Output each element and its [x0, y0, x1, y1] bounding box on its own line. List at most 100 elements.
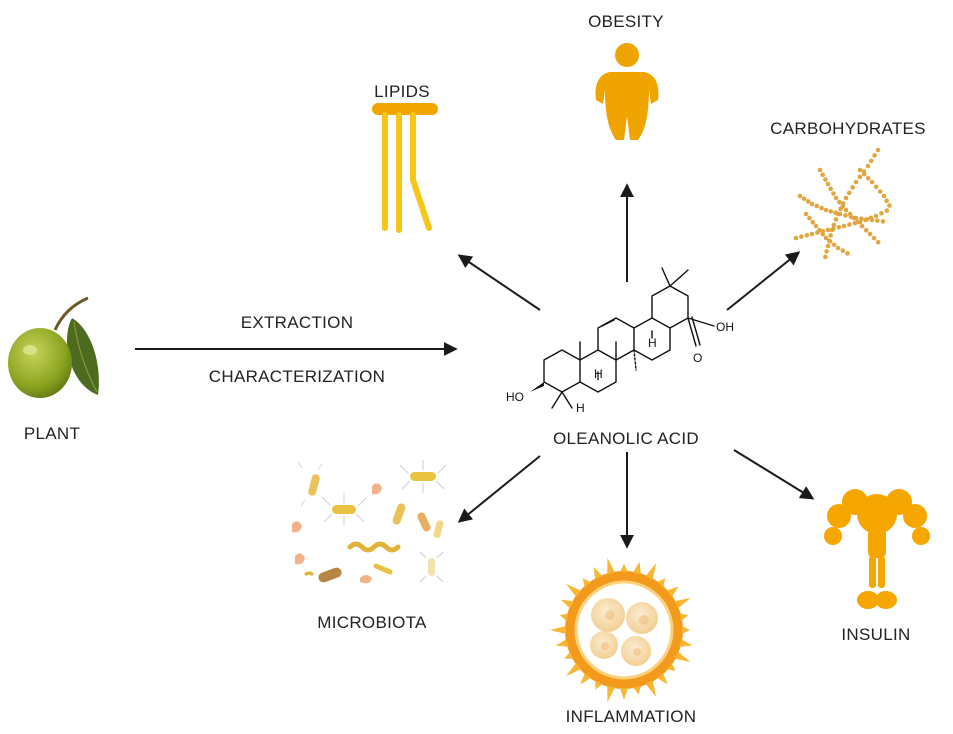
- flame: [620, 564, 628, 572]
- carb-bead: [840, 203, 846, 209]
- oleanolic-acid-label: OLEANOLIC ACID: [553, 429, 699, 448]
- carb-bead: [846, 190, 852, 196]
- carb-bead: [873, 213, 879, 219]
- carb-bead: [828, 233, 833, 238]
- plant-label: PLANT: [24, 424, 80, 443]
- carb-bead: [884, 198, 889, 204]
- carb-bead: [873, 184, 879, 190]
- carb-bead: [853, 179, 859, 185]
- carb-bead: [803, 211, 809, 217]
- carb-bead: [831, 222, 837, 228]
- flame: [657, 578, 666, 588]
- oleanolic-acid-structure: [530, 267, 715, 409]
- carb-bead: [855, 219, 861, 225]
- carb-bead: [831, 242, 837, 248]
- carb-bead: [872, 153, 877, 158]
- carb-bead: [813, 223, 819, 229]
- carb-bead: [817, 167, 823, 173]
- carb-bead: [823, 254, 828, 260]
- carbohydrates-label: CARBOHYDRATES: [770, 119, 926, 138]
- carb-bead: [861, 171, 867, 177]
- flame: [564, 651, 574, 659]
- flame: [560, 599, 574, 609]
- flame: [666, 586, 679, 597]
- carb-bead: [875, 218, 880, 223]
- carb-bead: [863, 217, 868, 223]
- flame: [595, 680, 603, 690]
- carb-bead: [804, 233, 810, 238]
- flame: [550, 626, 566, 634]
- carb-bead: [823, 235, 829, 241]
- carb-bead: [841, 223, 847, 229]
- insulin-label: INSULIN: [841, 625, 910, 644]
- carb-bead: [837, 211, 843, 217]
- characterization-label: CHARACTERIZATION: [209, 367, 385, 386]
- lipids-label: LIPIDS: [374, 82, 430, 101]
- carbohydrates-chain-icon: [793, 147, 892, 260]
- flame: [645, 563, 657, 580]
- flame: [607, 685, 615, 703]
- carb-bead: [797, 193, 803, 199]
- carb-bead: [863, 227, 869, 233]
- carb-bead: [875, 147, 881, 153]
- carb-bead: [847, 211, 853, 217]
- carb-bead: [865, 175, 871, 181]
- carb-bead: [833, 210, 838, 215]
- carb-bead: [837, 199, 842, 205]
- carb-bead: [793, 235, 799, 241]
- obesity-person-icon: [595, 43, 659, 140]
- carb-bead: [868, 158, 874, 164]
- carb-bead: [867, 231, 873, 237]
- flame: [633, 561, 641, 575]
- carb-bead: [871, 235, 877, 241]
- flame: [580, 672, 591, 685]
- flame: [566, 663, 582, 677]
- carb-bead: [869, 179, 875, 185]
- carbonyl-o-label: O: [693, 351, 702, 365]
- carb-bead: [799, 234, 804, 239]
- carb-bead: [847, 222, 852, 227]
- flame: [607, 557, 615, 575]
- carb-bead: [824, 249, 829, 254]
- inflammation-fire-ring-icon: [565, 571, 683, 689]
- carb-bead: [865, 163, 871, 169]
- carb-bead: [801, 196, 807, 201]
- flame: [657, 672, 668, 685]
- olive-plant-icon: [8, 296, 99, 398]
- flame: [566, 583, 582, 597]
- carb-bead: [833, 195, 839, 201]
- flame: [679, 613, 689, 621]
- obesity-label: OBESITY: [588, 12, 664, 31]
- carb-bead: [843, 195, 849, 201]
- flame: [582, 578, 591, 588]
- inflammation-label: INFLAMMATION: [566, 707, 697, 726]
- flame: [682, 626, 690, 634]
- carb-bead: [833, 217, 839, 222]
- carb-bead: [881, 193, 887, 199]
- insulin-receptor-icon: [824, 489, 930, 609]
- h-label-3: H: [576, 401, 585, 415]
- carb-bead: [859, 223, 865, 229]
- arrow-to-carbohydrates: [726, 251, 801, 311]
- carb-bead: [850, 185, 855, 190]
- carb-bead: [835, 245, 841, 251]
- microbiota-label: MICROBIOTA: [317, 613, 427, 632]
- arrow-to-insulin: [733, 449, 815, 500]
- flame: [633, 685, 641, 695]
- flame: [679, 639, 693, 647]
- extraction-label: EXTRACTION: [241, 313, 354, 332]
- flame: [674, 597, 691, 609]
- carb-bead: [868, 215, 874, 221]
- carb-bead: [820, 231, 826, 237]
- carb-bead: [807, 215, 812, 221]
- carb-bead: [809, 201, 815, 207]
- carb-bead: [817, 227, 822, 233]
- carb-bead: [825, 243, 831, 249]
- microbiota-bacteria-icon: [292, 460, 447, 584]
- inflammation-flames: [550, 557, 693, 703]
- flame: [674, 651, 691, 663]
- carb-bead: [819, 205, 824, 211]
- arrow-to-lipids: [457, 254, 541, 311]
- carb-bead: [831, 226, 836, 231]
